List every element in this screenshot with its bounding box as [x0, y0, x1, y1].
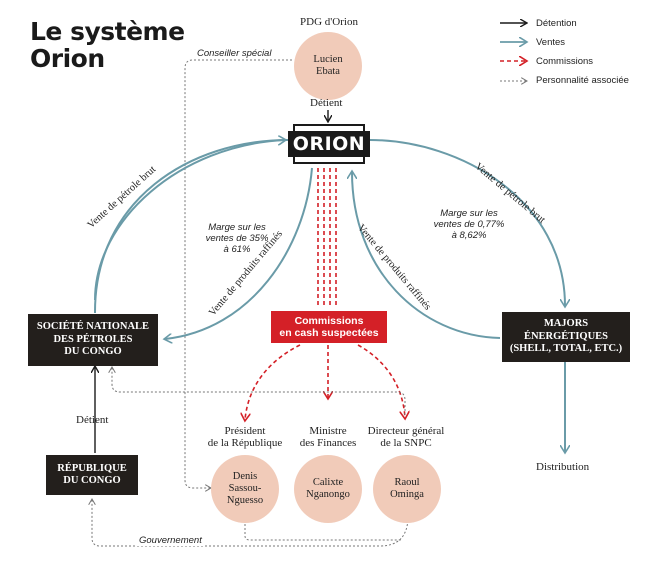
arc-left-brut [94, 139, 289, 313]
gouvernement-label: Gouvernement [136, 535, 205, 546]
distribution-label: Distribution [536, 461, 590, 473]
orion-label: ORION [287, 131, 371, 157]
detient-left-label: Détient [76, 414, 109, 426]
legend: Détention Ventes Commissions Personnalit… [500, 14, 629, 90]
legend-item-detention: Détention [536, 18, 577, 29]
directeur-to-snpc-dotted [112, 368, 406, 415]
legend-item-personnalite: Personnalité associée [536, 75, 629, 86]
legend-item-ventes: Ventes [536, 37, 566, 48]
marge-right-note: Marge sur les ventes de 0,77% à 8,62% [433, 208, 505, 241]
title-line-2: Orion [30, 44, 105, 73]
conseiller-dotted-line [184, 59, 292, 488]
arc-right-raffines [352, 172, 501, 339]
orion-box: ORION [287, 124, 371, 164]
arc-left-raffines [165, 167, 313, 339]
gouvernement-dotted-line [92, 500, 409, 547]
commission-to-directeur [357, 344, 405, 418]
conseiller-label: Conseiller spécial [197, 48, 272, 59]
officials-link-dotted [244, 520, 402, 541]
title-line-1: Le système [30, 17, 185, 46]
ceo-name-line-2: Ebata [316, 66, 340, 77]
commission-to-president [245, 344, 301, 420]
ceo-caption: PDG d'Orion [300, 16, 358, 28]
marge-left-note: Marge sur les ventes de 35% à 61% [205, 222, 269, 255]
detient-top-label: Détient [310, 97, 343, 109]
arc-right-brut [369, 139, 565, 306]
legend-item-commissions: Commissions [536, 56, 594, 67]
diagram-title: Le système Orion [30, 18, 185, 72]
ceo-name-line-1: Lucien [313, 54, 343, 65]
